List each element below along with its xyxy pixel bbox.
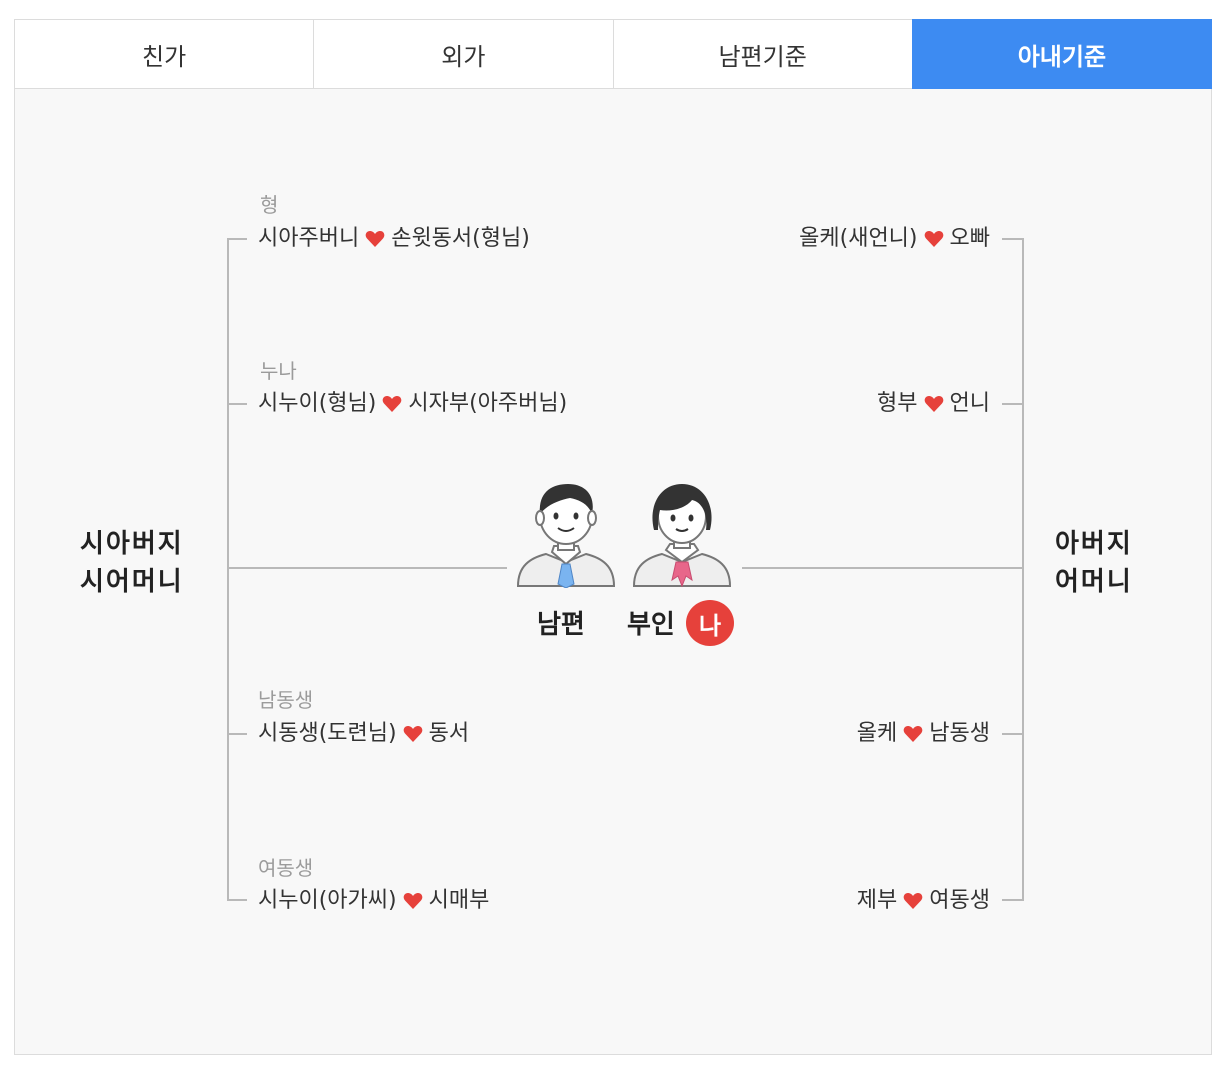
left-row-3-a: 시동생(도련님) [258, 721, 397, 746]
heart-icon [903, 892, 923, 909]
left-row-4-b: 시매부 [428, 888, 490, 913]
heart-icon [365, 230, 385, 247]
left-branch-2 [227, 403, 247, 405]
right-branch-2 [1002, 403, 1024, 405]
left-branch-1 [227, 238, 247, 240]
wife-avatar-icon [632, 484, 732, 588]
tab-paternal[interactable]: 친가 [14, 19, 314, 89]
right-row-3-a: 올케 [856, 721, 898, 746]
heart-icon [924, 395, 943, 412]
father-in-law-label: 시아버지 [80, 529, 184, 559]
heart-icon [903, 725, 923, 742]
left-vertical-line [227, 238, 229, 900]
mother-label: 어머니 [1055, 567, 1133, 597]
right-row-4-b: 여동생 [929, 888, 990, 913]
heart-icon [383, 395, 402, 412]
right-row-2: 형부 언니 [877, 391, 990, 417]
left-row-1: 시아주버니 손윗동서(형님) [258, 226, 530, 252]
left-row-3-b: 동서 [428, 721, 470, 746]
me-badge: 나 [686, 600, 734, 646]
left-row-4: 시누이(아가씨) 시매부 [258, 888, 489, 914]
left-row-1-b: 손윗동서(형님) [391, 226, 530, 251]
left-center-line [227, 567, 507, 569]
left-row-2-b: 시자부(아주버님) [408, 391, 568, 416]
right-branch-3 [1002, 733, 1024, 735]
left-row-4-a: 시누이(아가씨) [258, 888, 397, 913]
heart-icon [403, 725, 422, 742]
tab-maternal[interactable]: 외가 [313, 19, 613, 89]
right-branch-4 [1002, 899, 1024, 901]
left-row-3: 시동생(도련님) 동서 [258, 721, 469, 747]
family-tree-panel [14, 19, 1212, 1055]
left-parents: 시아버지 시어머니 [80, 525, 184, 601]
left-row-3-relation: 남동생 [258, 688, 314, 712]
right-vertical-line [1022, 238, 1024, 900]
right-parents: 아버지 어머니 [1055, 525, 1133, 601]
mother-in-law-label: 시어머니 [80, 567, 184, 597]
right-row-2-b: 언니 [949, 391, 990, 416]
right-branch-1 [1002, 238, 1024, 240]
tab-wife-based[interactable]: 아내기준 [911, 19, 1212, 89]
right-row-4: 제부 여동생 [857, 888, 990, 914]
tab-husband-based[interactable]: 남편기준 [612, 19, 912, 89]
left-row-2: 시누이(형님) 시자부(아주버님) [258, 391, 567, 417]
left-row-1-relation: 형 [260, 193, 279, 217]
left-row-4-relation: 여동생 [258, 856, 314, 880]
right-row-1: 올케(새언니) 오빠 [799, 226, 990, 252]
right-center-line [742, 567, 1024, 569]
husband-label: 남편 [537, 610, 585, 640]
right-row-3: 올케 남동생 [857, 721, 990, 747]
father-label: 아버지 [1055, 529, 1133, 559]
right-row-3-b: 남동생 [929, 721, 990, 746]
husband-avatar-icon [516, 484, 616, 588]
left-row-1-a: 시아주버니 [258, 226, 360, 251]
tab-bar: 친가 외가 남편기준 아내기준 [14, 19, 1212, 89]
right-row-1-a: 올케(새언니) [799, 226, 918, 251]
heart-icon [403, 892, 422, 909]
left-branch-4 [227, 899, 247, 901]
right-row-1-b: 오빠 [949, 226, 990, 251]
left-row-2-a: 시누이(형님) [258, 391, 377, 416]
left-branch-3 [227, 733, 247, 735]
heart-icon [924, 230, 943, 247]
wife-label: 부인 [627, 610, 675, 640]
right-row-2-a: 형부 [877, 391, 918, 416]
right-row-4-a: 제부 [856, 888, 898, 913]
left-row-2-relation: 누나 [260, 359, 297, 383]
